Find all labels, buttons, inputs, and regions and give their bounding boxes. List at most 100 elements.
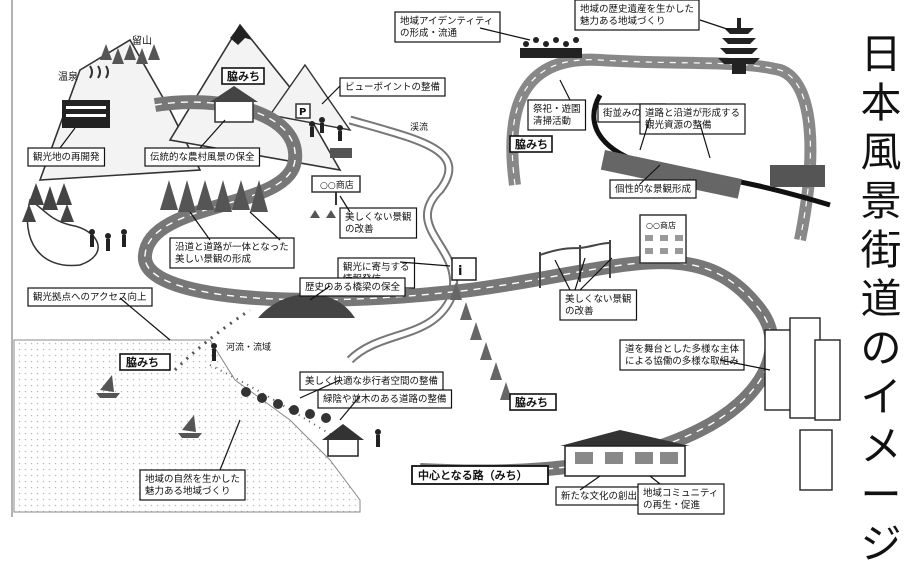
callout-box: 観光拠点へのアクセス向上 — [27, 287, 153, 307]
city-buildings — [764, 317, 841, 491]
callout-frame — [139, 469, 246, 501]
callout-frame — [339, 207, 418, 239]
callout-frame — [27, 147, 106, 167]
side-road-sign: 脇みち — [509, 135, 553, 153]
callout-text: 観光拠点へのアクセス向上 — [33, 291, 147, 303]
callout-text: 緑陰や並木のある道路の整備 — [323, 393, 447, 405]
office-sign-text: ○○商店 — [646, 220, 676, 230]
callout-frame — [559, 289, 638, 321]
callout-box: ビューポイントの整備 — [339, 77, 446, 97]
pagoda-icon — [718, 18, 760, 74]
hot-spring-label: 温泉 — [58, 70, 78, 83]
svg-text:i: i — [458, 264, 462, 279]
walking-trail — [173, 308, 251, 372]
info-kiosk-icon: i — [451, 257, 477, 281]
side-title-char: メ — [860, 422, 902, 470]
side-title-char: ジ — [860, 520, 902, 568]
svg-text:P: P — [299, 107, 306, 118]
seaside-house — [322, 424, 364, 457]
callout-box: 個性的な景観形成 — [609, 179, 697, 199]
callout-text: 観光地の再開発 — [33, 151, 100, 163]
callout-text: の改善 — [345, 223, 374, 235]
callout-text: 観光資源の整備 — [645, 119, 712, 131]
street-trees — [241, 387, 331, 423]
callout-text: の再生・促進 — [643, 499, 701, 511]
leader-lines — [59, 19, 771, 491]
callout-frame — [609, 179, 697, 199]
callout-text: 個性的な景観形成 — [615, 183, 692, 195]
callout-frame — [639, 103, 746, 135]
people-group — [309, 117, 343, 141]
callout-text: 伝統的な農村風景の保全 — [150, 151, 255, 163]
store-billboard — [310, 175, 361, 218]
main-road-sign: 中心となる路（みち） — [411, 465, 549, 485]
historic-bridge — [258, 294, 355, 318]
side-road-sign: 脇みち — [221, 67, 265, 85]
callout-frame — [169, 237, 295, 269]
side-title-char: 街 — [860, 226, 902, 274]
office-building — [639, 214, 687, 264]
callout-text: 地域コミュニティ — [643, 487, 718, 499]
store-sign-text: ○○商店 — [320, 179, 354, 191]
callout-frame — [339, 77, 446, 97]
callout-text: 美しくない景観 — [345, 211, 412, 223]
callout-box: 観光地の再開発 — [27, 147, 106, 167]
hot-spring-facility — [62, 65, 110, 128]
callout-text: ビューポイントの整備 — [345, 81, 440, 93]
callout-text: 祭祀・遊園 — [533, 103, 581, 115]
callout-frame — [144, 147, 261, 167]
side-road-sign: 脇みち — [509, 393, 557, 411]
town-center — [560, 430, 690, 477]
side-title-char: 道 — [860, 275, 902, 323]
callout-frame — [27, 287, 153, 307]
side-title-char: 景 — [860, 177, 902, 225]
callout-box: 伝統的な農村風景の保全 — [144, 147, 261, 167]
callout-box: 緑陰や並木のある道路の整備 — [317, 389, 453, 409]
village-trees — [100, 44, 160, 64]
side-road-label: 脇みち — [227, 69, 260, 83]
callout-text: による協働の多様な取組み — [625, 355, 739, 367]
side-title-char: 風 — [860, 128, 902, 176]
sailboat-icon — [178, 415, 202, 438]
side-title-char: 日 — [860, 30, 902, 78]
main-road-label: 中心となる路（みち） — [418, 468, 528, 482]
farmhouse — [210, 86, 258, 123]
upper-river-label: 渓流 — [410, 121, 428, 133]
side-title-char: ー — [860, 471, 902, 519]
side-road-label: 脇みち — [515, 137, 548, 151]
callout-frame — [317, 389, 453, 409]
side-title: 日本風景街道のイメージ — [852, 30, 910, 568]
snow-peak — [230, 25, 252, 45]
side-title-char: の — [860, 324, 902, 372]
callout-group: 観光地の再開発伝統的な農村風景の保全ビューポイントの整備沿道と道路が一体となった… — [27, 0, 746, 515]
left-mountain — [38, 38, 202, 181]
callout-text: 道路と沿道が形成する — [645, 107, 740, 119]
upper-road-centerline — [511, 59, 812, 241]
callout-text: 地域の歴史遺産を生かした — [580, 3, 694, 15]
callout-text: 歴史のある橋梁の保全 — [305, 281, 401, 293]
forest-center — [160, 180, 268, 212]
forest-left — [22, 183, 74, 222]
viewpoint-icon: P — [295, 103, 352, 158]
callout-text: 魅力ある地域づくり — [145, 485, 231, 497]
historic-street — [600, 150, 825, 199]
callout-frame — [527, 99, 587, 131]
callout-text: の改善 — [565, 305, 594, 317]
callout-text: 地域の自然を生かした — [145, 473, 240, 485]
callout-frame — [637, 483, 725, 515]
callout-text: 地域アイデンティティ — [400, 15, 493, 27]
mountain-label: 留山 — [132, 34, 152, 47]
callout-text: 美しくない景観 — [565, 293, 632, 305]
festival-crowd — [520, 37, 582, 58]
callout-frame — [299, 277, 406, 297]
side-title-char: 本 — [860, 79, 902, 127]
river-inner — [348, 117, 457, 362]
callout-box: 新たな文化の創出 — [555, 486, 643, 506]
